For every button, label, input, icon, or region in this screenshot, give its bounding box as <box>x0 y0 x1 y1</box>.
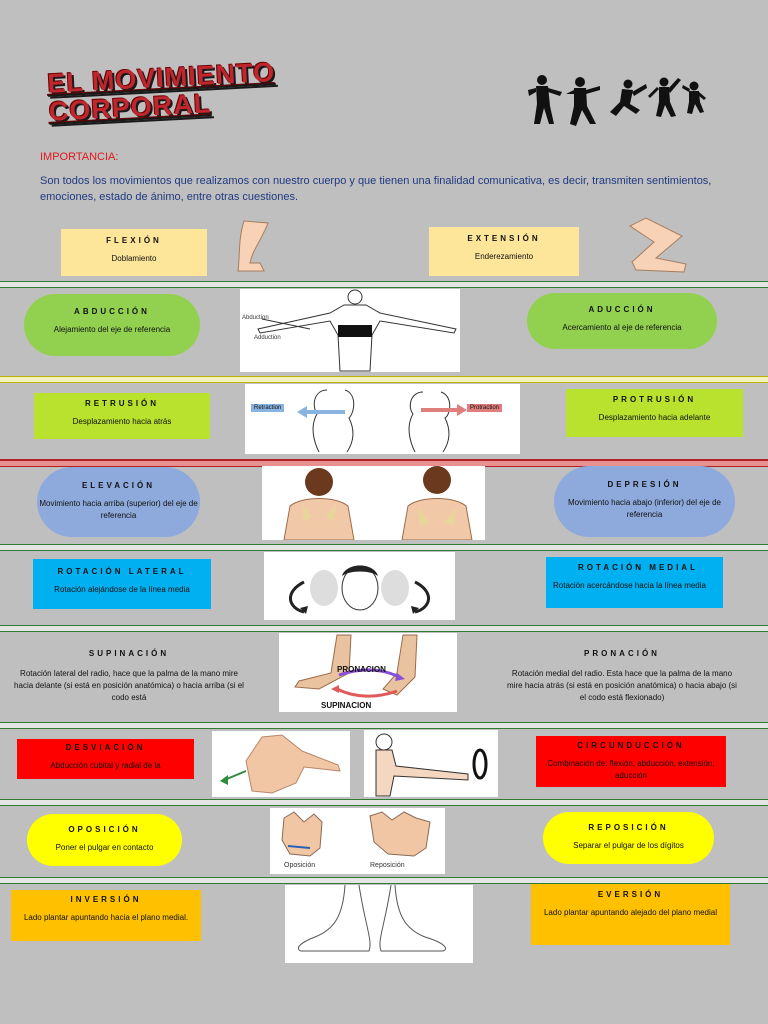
desviacion-desc: Abducción cubital y radial de la <box>50 761 161 770</box>
adduction-label: Adduction <box>254 335 281 341</box>
pronacion-card: PRONACIÓN Rotación medial del radio. Est… <box>504 645 740 711</box>
flexion-leg-image <box>237 220 269 272</box>
separator <box>0 625 768 632</box>
depresion-title: DEPRESIÓN <box>607 480 682 489</box>
separator <box>0 281 768 288</box>
supinacion-card: SUPINACIÓN Rotación lateral del radio, h… <box>14 645 244 711</box>
opposition-reposition-image: Oposición Reposición <box>270 808 445 874</box>
protrusion-card: PROTRUSIÓN Desplazamiento hacia adelante <box>566 389 743 437</box>
rotacion-medial-desc: Rotación acercándose hacia la línea medi… <box>553 581 706 590</box>
reposicion-label: Reposición <box>370 862 405 869</box>
flexion-desc: Doblamiento <box>111 254 157 263</box>
extension-card: EXTENSIÓN Enderezamiento <box>429 227 579 276</box>
importance-label: IMPORTANCIA: <box>40 151 119 163</box>
supinacion-title: SUPINACIÓN <box>88 649 170 658</box>
rotacion-medial-title: ROTACIÓN MEDIAL <box>578 563 698 572</box>
abduction-label: Abduction <box>242 315 269 321</box>
supinacion-label: SUPINACION <box>321 701 372 710</box>
separator <box>0 544 768 551</box>
page-title: EL MOVIMIENTO CORPORAL <box>47 54 350 127</box>
inversion-eversion-image <box>285 884 473 963</box>
aduccion-desc: Acercamiento al eje de referencia <box>562 323 682 332</box>
extension-leg-image <box>629 217 687 273</box>
abduccion-title: ABDUCCIÓN <box>74 307 150 316</box>
desviacion-title: DESVIACIÓN <box>65 743 146 752</box>
elevation-depression-image <box>262 466 485 541</box>
oposicion-card: OPOSICIÓN Poner el pulgar en contacto <box>27 814 182 866</box>
separator <box>0 722 768 729</box>
deviation-hand-image <box>212 731 350 797</box>
depresion-desc: Movimiento hacia abajo (inferior) del ej… <box>568 498 721 519</box>
flexion-card: FLEXIÓN Doblamiento <box>61 229 207 276</box>
inversion-title: INVERSIÓN <box>70 895 142 904</box>
elevacion-title: ELEVACIÓN <box>81 481 156 490</box>
circunduccion-title: CIRCUNDUCCIÓN <box>577 741 685 750</box>
separator <box>0 376 768 383</box>
abduccion-desc: Alejamiento del eje de referencia <box>53 325 171 334</box>
protrusion-title: PROTRUSIÓN <box>612 395 697 404</box>
elevacion-card: ELEVACIÓN Movimiento hacia arriba (super… <box>37 467 200 537</box>
circunduccion-card: CIRCUNDUCCIÓN Combinación de: flexión, a… <box>536 736 726 787</box>
retrusion-title: RETRUSIÓN <box>84 399 160 408</box>
desviacion-card: DESVIACIÓN Abducción cubital y radial de… <box>17 739 194 779</box>
rotacion-lateral-title: ROTACIÓN LATERAL <box>57 567 187 576</box>
intro-text: Son todos los movimientos que realizamos… <box>40 175 712 203</box>
retrusion-desc: Desplazamiento hacia atrás <box>72 417 172 426</box>
separator <box>0 799 768 806</box>
head-rotation-image <box>264 552 455 620</box>
flexion-title: FLEXIÓN <box>106 236 162 245</box>
reposicion-desc: Separar el pulgar de los dígitos <box>573 841 684 850</box>
pronacion-desc: Rotación medial del radio. Esta hace que… <box>507 669 737 702</box>
separator <box>0 877 768 884</box>
oposicion-label: Oposición <box>284 862 316 869</box>
eversion-title: EVERSIÓN <box>597 890 664 899</box>
pronacion-title: PRONACIÓN <box>584 649 660 658</box>
pronacion-label: PRONACION <box>337 665 386 674</box>
oposicion-desc: Poner el pulgar en contacto <box>55 843 154 852</box>
circumduction-image <box>364 730 498 797</box>
pronation-supination-image: PRONACION SUPINACION <box>279 633 457 712</box>
retrusion-card: RETRUSIÓN Desplazamiento hacia atrás <box>34 393 210 439</box>
rotacion-lateral-desc: Rotación alejándose de la línea media <box>54 585 190 594</box>
inversion-card: INVERSIÓN Lado plantar apuntando hacia e… <box>11 890 201 941</box>
retraction-protraction-diagram: Retraction Protraction <box>245 384 520 454</box>
oposicion-title: OPOSICIÓN <box>68 825 141 834</box>
eversion-card: EVERSIÓN Lado plantar apuntando alejado … <box>531 884 730 945</box>
elevacion-desc: Movimiento hacia arriba (superior) del e… <box>39 499 198 520</box>
protraction-label: Protraction <box>467 404 503 412</box>
silhouettes-image <box>528 75 706 126</box>
eversion-desc: Lado plantar apuntando alejado del plano… <box>543 908 718 917</box>
circunduccion-desc: Combinación de: flexión, abducción, exte… <box>547 759 715 780</box>
rotacion-medial-card: ROTACIÓN MEDIAL Rotación acercándose hac… <box>546 557 723 608</box>
protrusion-desc: Desplazamiento hacia adelante <box>598 413 711 422</box>
aduccion-title: ADUCCIÓN <box>588 305 656 314</box>
supinacion-desc: Rotación lateral del radio, hace que la … <box>14 669 244 702</box>
inversion-desc: Lado plantar apuntando hacia el plano me… <box>23 913 189 922</box>
extension-title: EXTENSIÓN <box>467 234 541 243</box>
depresion-card: DEPRESIÓN Movimiento hacia abajo (inferi… <box>554 466 735 537</box>
abduccion-card: ABDUCCIÓN Alejamiento del eje de referen… <box>24 294 200 356</box>
extension-desc: Enderezamiento <box>474 252 534 261</box>
abduction-diagram: Abduction Adduction <box>240 289 460 372</box>
aduccion-card: ADUCCIÓN Acercamiento al eje de referenc… <box>527 293 717 349</box>
reposicion-title: REPOSICIÓN <box>588 823 669 832</box>
retraction-label: Retraction <box>251 404 285 412</box>
reposicion-card: REPOSICIÓN Separar el pulgar de los dígi… <box>543 812 714 864</box>
rotacion-lateral-card: ROTACIÓN LATERAL Rotación alejándose de … <box>33 559 211 609</box>
